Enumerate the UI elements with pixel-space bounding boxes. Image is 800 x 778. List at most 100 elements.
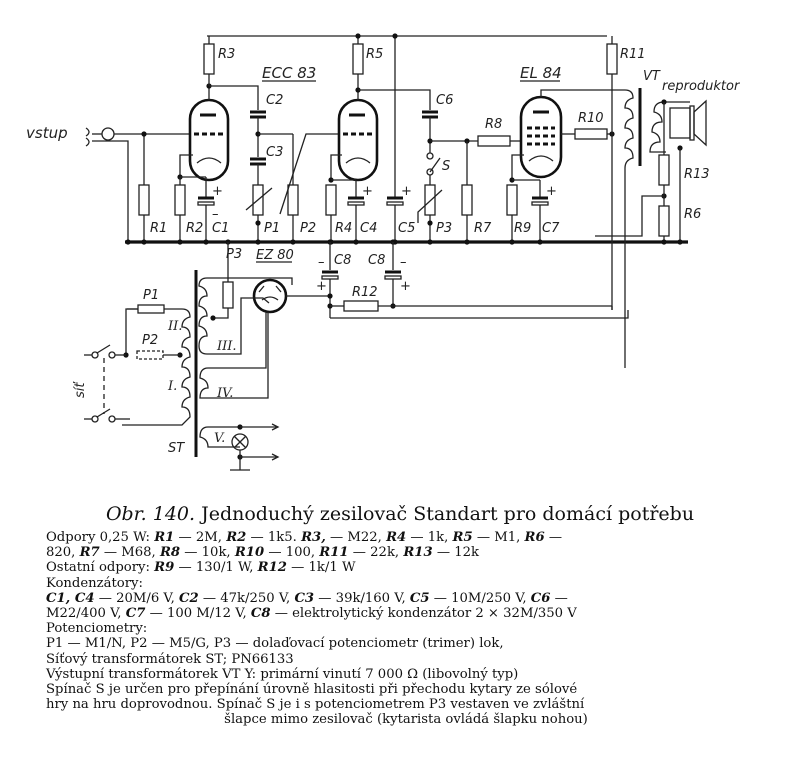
capacitor-c5 — [386, 201, 404, 206]
label-st: ST — [168, 441, 185, 456]
resistor-r11 — [606, 43, 618, 75]
resistor-r2 — [174, 184, 186, 216]
label-p3-fuse: P3 — [226, 247, 242, 262]
c1-plus: + — [212, 184, 223, 199]
part-value: — 100, — [264, 545, 320, 561]
part-value: — 10k, — [180, 545, 235, 561]
amplifier-schematic: vstup R1 R3 R2 + – C1 ECC 83 C2 C3 P1 — [26, 33, 741, 471]
label-r2: R2 — [186, 221, 203, 236]
label-ez80: EZ 80 — [256, 248, 294, 263]
label-r11: R11 — [620, 47, 646, 62]
label-input: vstup — [26, 124, 68, 142]
part-value: — M22, — [325, 530, 387, 545]
part-value: — 20M/6 V, — [94, 590, 180, 606]
resistor-r13 — [658, 154, 670, 186]
part-value: — 1k5. — [246, 530, 302, 545]
figure-caption: Obr. 140. Jednoduchý zesilovač Standart … — [0, 503, 800, 525]
resistor-r7 — [461, 184, 473, 216]
tube-ecc83-b — [337, 98, 379, 182]
mains-switch — [84, 344, 130, 423]
part-ref: R2 — [226, 530, 247, 545]
c8b-minus: – — [400, 255, 407, 270]
c4-plus: + — [362, 184, 373, 199]
switch-note-1: Spínač S je určen pro přepínání úrovně h… — [46, 682, 578, 698]
part-ref: R9 — [154, 560, 175, 576]
st-winding-iii — [198, 277, 293, 355]
resistors-values-2: R7 — M68, R8 — 10k, R10 — 100, R11 — 22k… — [80, 545, 479, 560]
part-value: — 100 M/12 V, — [145, 606, 251, 622]
parts-list: Odpory 0,25 W: R1 — 2M, R2 — 1k5. R3, — … — [46, 530, 766, 728]
part-ref: C7 — [125, 606, 146, 622]
label-c5: C5 — [398, 221, 415, 236]
part-value: — elektrolytický kondenzátor 2 × 32M/350… — [270, 606, 577, 622]
potentiometers-heading: Potenciometry: — [46, 621, 148, 637]
c7-plus: + — [546, 184, 557, 199]
switch-note-3: šlapce mimo zesilovač (kytarista ovládá … — [224, 712, 588, 728]
part-ref: R7 — [79, 545, 100, 561]
label-r4: R4 — [335, 221, 352, 236]
tube-ez80 — [252, 278, 288, 314]
part-ref: R10 — [234, 545, 265, 561]
label-mains: síť — [73, 381, 88, 398]
capacitors-values-1: C1, C4 — 20M/6 V, C2 — 47k/250 V, C3 — 3… — [46, 591, 568, 606]
label-p2: P2 — [300, 221, 316, 236]
other-resistors-heading: Ostatní odpory: — [46, 560, 150, 576]
switch-note-2: hry na hru doprovodnou. Spínač S je i s … — [46, 697, 585, 713]
part-value: — 1k/1 W — [286, 560, 356, 576]
part-ref: R13 — [403, 545, 433, 561]
capacitors-c6-value: M22/400 V, — [46, 606, 126, 622]
vt-primary — [624, 89, 634, 368]
label-c2: C2 — [266, 93, 283, 108]
part-ref: C1, C4 — [46, 590, 95, 606]
label-c4: C4 — [360, 221, 377, 236]
potentiometers-values: P1 — M1/N, P2 — M5/G, P3 — dolaďovací po… — [46, 636, 504, 652]
part-value: — 47k/250 V, — [198, 590, 295, 606]
label-c8a: C8 — [334, 253, 351, 268]
c8a-plus: + — [316, 279, 327, 294]
part-ref: R12 — [257, 560, 287, 576]
part-value: — — [550, 590, 568, 606]
output-transformer-note: Výstupní transformátorek VT Y: primární … — [46, 666, 519, 682]
part-value: — 2M, — [174, 530, 227, 545]
label-vt: VT — [643, 69, 661, 84]
other-resistors-values: R9 — 130/1 W, R12 — 1k/1 W — [154, 560, 355, 575]
potentiometer-p2 — [287, 184, 299, 216]
bus-junctions — [125, 239, 543, 245]
capacitors-heading: Kondenzátory: — [46, 575, 143, 591]
label-winding-iv: IV. — [216, 386, 233, 401]
fuse-p2 — [136, 350, 164, 360]
label-el84: EL 84 — [520, 64, 562, 82]
label-p1: P1 — [264, 221, 280, 236]
fuse-p1 — [137, 304, 165, 314]
figure-number: Obr. 140. — [105, 503, 196, 525]
label-r8: R8 — [485, 117, 502, 132]
part-ref: C8 — [250, 606, 271, 622]
capacitors-line-1: C1, C4 — 20M/6 V, C2 — 47k/250 V, C3 — 3… — [46, 591, 766, 606]
resistor-r10 — [574, 128, 608, 140]
label-c3: C3 — [266, 145, 283, 160]
label-r13: R13 — [684, 167, 710, 182]
part-ref: R4 — [386, 530, 407, 545]
part-ref: R8 — [159, 545, 181, 561]
capacitors-line-2: M22/400 V, C7 — 100 M/12 V, C8 — elektro… — [46, 606, 766, 621]
label-r7: R7 — [474, 221, 492, 236]
part-value: — 130/1 W, — [174, 560, 258, 576]
resistors-values-1: R1 — 2M, R2 — 1k5. R3, — M22, R4 — 1k, R… — [154, 530, 562, 545]
capacitor-c4 — [347, 201, 365, 206]
resistor-r1 — [138, 184, 150, 216]
part-ref: R11 — [319, 545, 349, 561]
label-r5: R5 — [366, 47, 383, 62]
label-r9: R9 — [514, 221, 531, 236]
label-speaker: reproduktor — [662, 79, 741, 94]
resistor-r4 — [325, 184, 337, 216]
part-ref: R3, — [301, 530, 326, 545]
resistor-r8 — [477, 135, 511, 147]
label-c1: C1 — [212, 221, 229, 236]
label-c6: C6 — [436, 93, 453, 108]
figure-title: Jednoduchý zesilovač Standart pro domácí… — [201, 503, 695, 525]
resistors-line-2: 820, R7 — M68, R8 — 10k, R10 — 100, R11 … — [46, 545, 766, 560]
label-r12: R12 — [352, 285, 378, 300]
resistor-r6 — [658, 205, 670, 237]
part-value: — 39k/160 V, — [314, 590, 410, 606]
label-s: S — [442, 159, 450, 174]
